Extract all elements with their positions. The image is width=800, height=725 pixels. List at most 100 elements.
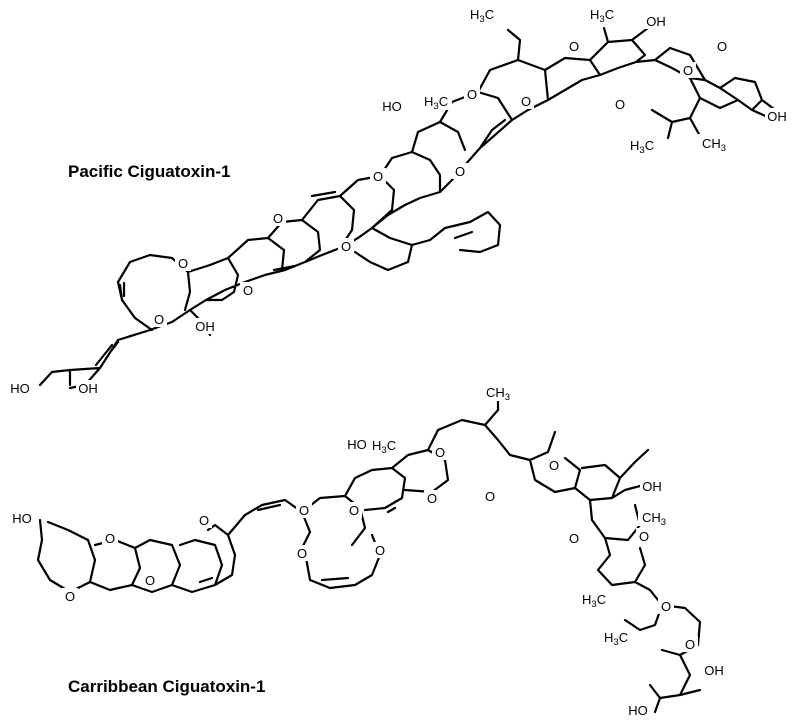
ring-oxygen: O (175, 255, 191, 271)
svg-text:H3C: H3C (372, 438, 396, 456)
atom-labels: O O O O O O O (8, 5, 789, 396)
svg-text:O: O (273, 211, 283, 226)
methyl-group: H3C (626, 136, 658, 156)
double-bonds (94, 190, 474, 367)
double-bonds (198, 503, 397, 584)
ring-oxygen: O (270, 210, 286, 226)
molecule-name: Pacific Ciguatoxin-1 (68, 162, 230, 181)
svg-text:O: O (467, 87, 477, 102)
svg-text:O: O (105, 531, 115, 546)
hydroxyl-group: OH (193, 318, 217, 334)
svg-text:O: O (145, 573, 155, 588)
svg-text:H3C: H3C (604, 630, 628, 648)
backbone-bonds (38, 26, 780, 397)
atom-labels: O O O O O O O (10, 383, 726, 718)
ring-oxygen: O (142, 572, 158, 588)
ring-oxygen: O (714, 38, 730, 54)
svg-text:O: O (299, 503, 309, 518)
ring-oxygen: O (658, 598, 674, 614)
svg-text:O: O (297, 546, 307, 561)
ring-oxygen: O (372, 542, 388, 558)
methyl-group: CH3 (698, 134, 730, 154)
methyl-group: H3C (420, 92, 452, 112)
svg-text:O: O (178, 256, 188, 271)
svg-text:CH3: CH3 (702, 136, 726, 154)
svg-text:O: O (717, 39, 727, 54)
ring-oxygen: O (62, 588, 78, 604)
ring-oxygen: O (370, 168, 386, 184)
svg-text:O: O (485, 489, 495, 504)
hydroxyl-group: HO (8, 380, 32, 396)
ring-oxygen: O (566, 38, 582, 54)
ring-oxygen: O (482, 488, 498, 504)
svg-text:HO: HO (12, 511, 32, 526)
ring-oxygen: O (452, 163, 468, 179)
ring-oxygen: O (566, 530, 582, 546)
svg-text:O: O (683, 63, 693, 78)
hydroxyl-group: HO (626, 702, 650, 718)
svg-text:OH: OH (642, 479, 662, 494)
svg-text:HO: HO (10, 381, 30, 396)
ring-oxygen: O (296, 502, 312, 518)
svg-text:O: O (661, 599, 671, 614)
ring-oxygen: O (546, 457, 562, 473)
svg-text:O: O (435, 445, 445, 460)
ring-oxygen: O (680, 62, 696, 78)
svg-text:OH: OH (767, 109, 787, 124)
ring-oxygen: O (424, 490, 440, 506)
hydroxyl-group: OH (644, 13, 668, 29)
ring-oxygen: O (151, 311, 167, 327)
methyl-group: H3C (466, 5, 498, 25)
svg-text:O: O (199, 513, 209, 528)
ring-oxygen: O (636, 528, 652, 544)
svg-text:O: O (427, 491, 437, 506)
methyl-group: CH3 (482, 383, 514, 403)
hydroxyl-group: OH (702, 662, 726, 678)
methyl-group: H3C (368, 436, 400, 456)
svg-text:H3C: H3C (424, 94, 448, 112)
svg-text:H3C: H3C (590, 7, 614, 25)
svg-text:O: O (154, 312, 164, 327)
hydroxyl-group: OH (76, 380, 100, 396)
svg-text:CH3: CH3 (486, 385, 510, 403)
svg-text:O: O (455, 164, 465, 179)
ring-oxygen: O (432, 444, 448, 460)
ring-oxygen: O (518, 93, 534, 109)
ring-oxygen: O (464, 86, 480, 102)
hydroxyl-group: HO (380, 98, 404, 114)
svg-text:OH: OH (646, 14, 666, 29)
svg-text:O: O (521, 94, 531, 109)
svg-text:HO: HO (628, 703, 648, 718)
svg-text:O: O (65, 589, 75, 604)
svg-text:OH: OH (195, 319, 215, 334)
svg-text:O: O (615, 97, 625, 112)
svg-text:O: O (569, 39, 579, 54)
svg-text:CH3: CH3 (642, 510, 666, 528)
svg-text:H3C: H3C (582, 592, 606, 610)
ring-oxygen: O (338, 238, 354, 254)
ring-oxygen: O (612, 96, 628, 112)
svg-text:H3C: H3C (630, 138, 654, 156)
molecule-name: Carribbean Ciguatoxin-1 (68, 677, 265, 696)
methyl-group: H3C (600, 628, 632, 648)
svg-text:O: O (341, 239, 351, 254)
ring-oxygen: O (240, 282, 256, 298)
svg-text:O: O (375, 543, 385, 558)
svg-text:O: O (349, 503, 359, 518)
ring-oxygen: O (196, 512, 212, 528)
svg-text:O: O (639, 529, 649, 544)
pacific-ciguatoxin-structure: O O O O O O O (8, 5, 789, 397)
svg-text:O: O (373, 169, 383, 184)
hydroxyl-group: OH (640, 478, 664, 494)
svg-text:OH: OH (78, 381, 98, 396)
svg-text:O: O (243, 283, 253, 298)
ring-oxygen: O (294, 545, 310, 561)
hydroxyl-group: OH (765, 108, 789, 124)
svg-text:OH: OH (704, 663, 724, 678)
svg-text:O: O (569, 531, 579, 546)
ring-oxygen: O (346, 502, 362, 518)
ring-oxygen: O (682, 636, 698, 652)
svg-text:O: O (549, 458, 559, 473)
ring-oxygen: O (102, 530, 118, 546)
